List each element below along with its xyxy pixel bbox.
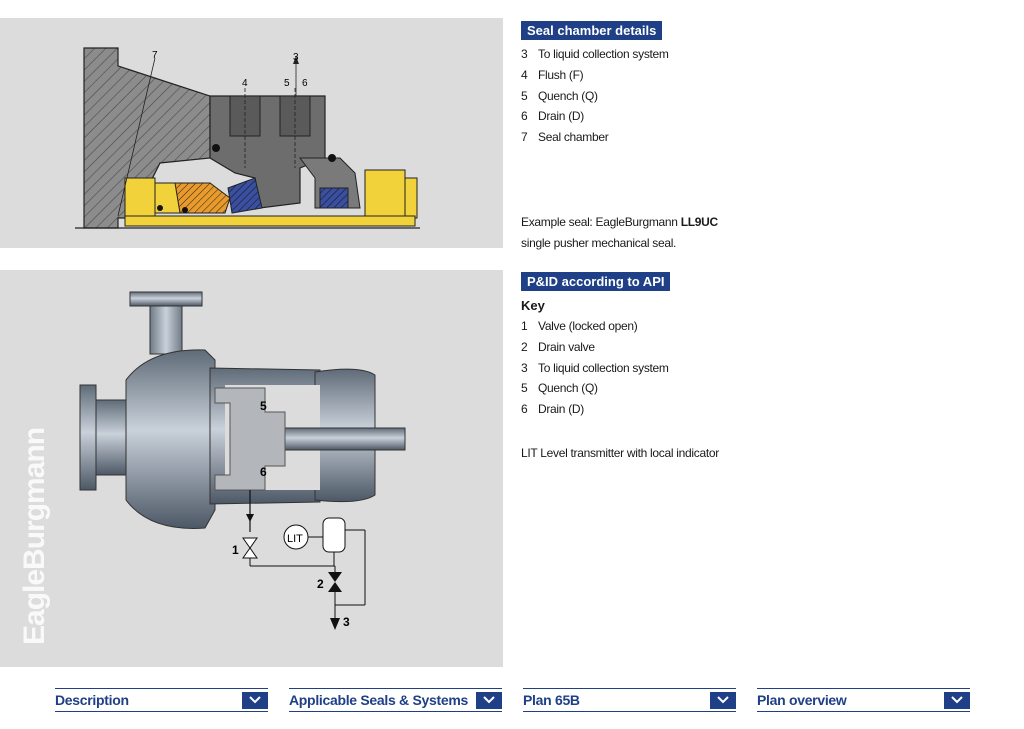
label-6: 6 bbox=[302, 78, 308, 89]
label-5: 5 bbox=[284, 78, 290, 89]
tab-description[interactable]: Description bbox=[55, 688, 268, 712]
seal-chamber-heading: Seal chamber details bbox=[521, 21, 663, 40]
tab-applicable-seals[interactable]: Applicable Seals & Systems bbox=[289, 688, 502, 712]
tab-plan-65b[interactable]: Plan 65B bbox=[523, 688, 736, 712]
chevron-down-icon[interactable] bbox=[242, 691, 268, 709]
tab-label: Plan 65B bbox=[523, 692, 580, 708]
label-4: 4 bbox=[242, 78, 248, 89]
pid-heading: P&ID according to API bbox=[521, 272, 671, 291]
pid-drawing-panel: 5 6 1 LIT 2 3 bbox=[0, 270, 503, 667]
brand-watermark: EagleBurgmann bbox=[18, 427, 51, 645]
label-7: 7 bbox=[152, 50, 158, 61]
pid-label-5: 5 bbox=[260, 399, 267, 413]
label-3: 3 bbox=[293, 52, 299, 63]
pump-pid-drawing: 5 6 1 LIT 2 3 bbox=[79, 291, 406, 630]
example-seal-model: LL9UC bbox=[680, 215, 718, 229]
pid-label-2: 2 bbox=[317, 577, 324, 591]
tab-label: Applicable Seals & Systems bbox=[289, 692, 468, 708]
key-label: Key bbox=[521, 298, 545, 313]
tab-label: Description bbox=[55, 692, 129, 708]
tab-plan-overview[interactable]: Plan overview bbox=[757, 688, 970, 712]
lit-note: LIT Level transmitter with local indicat… bbox=[521, 446, 719, 460]
chevron-down-icon[interactable] bbox=[944, 691, 970, 709]
seal-cross-section-drawing: 7 3 4 5 6 bbox=[75, 47, 420, 229]
example-seal-description: single pusher mechanical seal. bbox=[521, 236, 677, 250]
pid-label-3: 3 bbox=[343, 615, 350, 629]
seal-chamber-drawing-panel: 7 3 4 5 6 bbox=[0, 18, 503, 248]
tab-label: Plan overview bbox=[757, 692, 847, 708]
example-seal-text: Example seal: EagleBurgmann LL9UC bbox=[521, 215, 718, 229]
chevron-down-icon[interactable] bbox=[476, 691, 502, 709]
pid-label-6: 6 bbox=[260, 465, 267, 479]
chevron-down-icon[interactable] bbox=[710, 691, 736, 709]
pid-label-lit: LIT bbox=[287, 533, 303, 545]
pid-label-1: 1 bbox=[232, 543, 239, 557]
